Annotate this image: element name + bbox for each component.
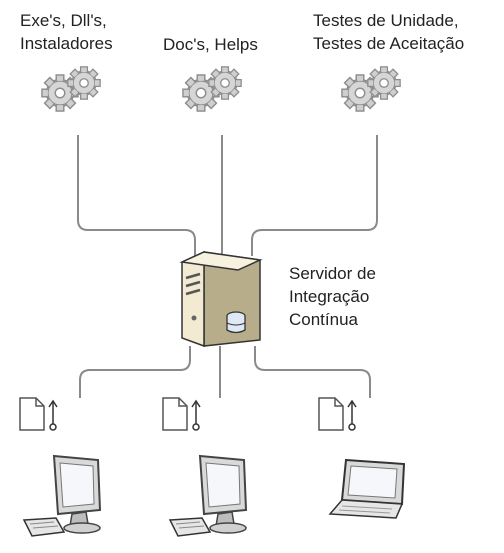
connector-lines [77, 135, 378, 398]
tests-label-line-2: Testes de Aceitação [313, 34, 465, 53]
server-label: Servidor de Integração Contínua [289, 262, 376, 331]
artifacts-label-line-2: Instaladores [20, 34, 113, 53]
tests-label-line-1: Testes de Unidade, [313, 11, 459, 30]
document-icon [19, 397, 58, 431]
artifacts-label-line-1: Exe's, Dll's, [20, 11, 107, 30]
document-icon [162, 397, 201, 431]
desktop-computer-icon [23, 455, 101, 537]
docs-label: Doc's, Helps [163, 33, 258, 56]
gears-icon [42, 67, 100, 111]
tests-label: Testes de Unidade, Testes de Aceitação [313, 9, 464, 55]
document-icon [318, 397, 357, 431]
laptop-icon [329, 459, 405, 519]
gears-icon [183, 67, 241, 111]
gears-icon [342, 67, 400, 111]
server-label-line-1: Servidor de [289, 264, 376, 283]
server-tower-icon [179, 250, 263, 348]
desktop-computer-icon [169, 455, 247, 537]
docs-label-line-1: Doc's, Helps [163, 35, 258, 54]
server-label-line-3: Contínua [289, 310, 358, 329]
artifacts-label: Exe's, Dll's, Instaladores [20, 9, 113, 55]
server-label-line-2: Integração [289, 287, 370, 306]
